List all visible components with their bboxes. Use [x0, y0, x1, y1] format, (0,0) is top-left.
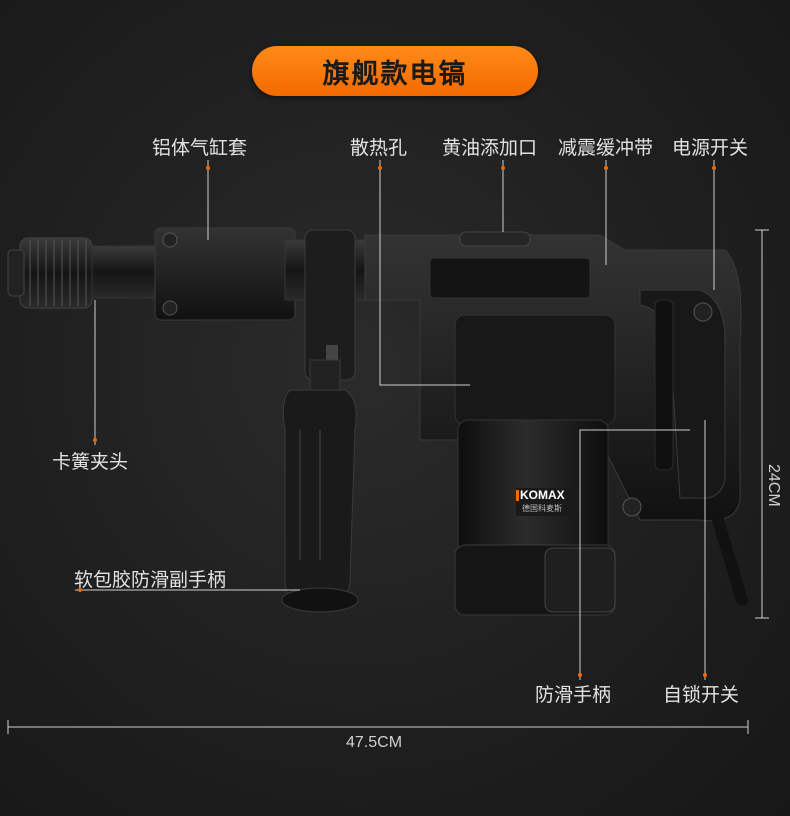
label-aux-handle: 软包胶防滑副手柄 [74, 569, 227, 591]
label-chuck: 卡簧夹头 [52, 451, 129, 473]
handle-mount-part [304, 229, 356, 381]
label-power-switch: 电源开关 [672, 137, 749, 159]
dimension-height: 24CM [765, 464, 782, 507]
dimension-length: 47.5CM [346, 734, 403, 751]
label-grip: 防滑手柄 [535, 684, 612, 706]
label-vent-holes: 散热孔 [350, 137, 408, 159]
label-lock-switch: 自锁开关 [663, 684, 740, 706]
label-oil-port: 黄油添加口 [442, 137, 538, 159]
chuck-part [7, 237, 163, 309]
brand-plate: KOMAX 德国科麦斯 [516, 488, 582, 516]
page-title: 旗舰款电镐 [322, 58, 468, 90]
brand-accent-bar [516, 490, 519, 501]
motor-housing-part [454, 314, 616, 616]
label-shock-band: 减震缓冲带 [558, 137, 654, 159]
title-badge: 旗舰款电镐 [252, 46, 538, 96]
brand-name: KOMAX [520, 488, 565, 502]
auxiliary-handle-part [281, 359, 359, 613]
label-cylinder-sleeve: 铝体气缸套 [152, 137, 248, 159]
brand-subtitle: 德国科麦斯 [522, 504, 562, 513]
